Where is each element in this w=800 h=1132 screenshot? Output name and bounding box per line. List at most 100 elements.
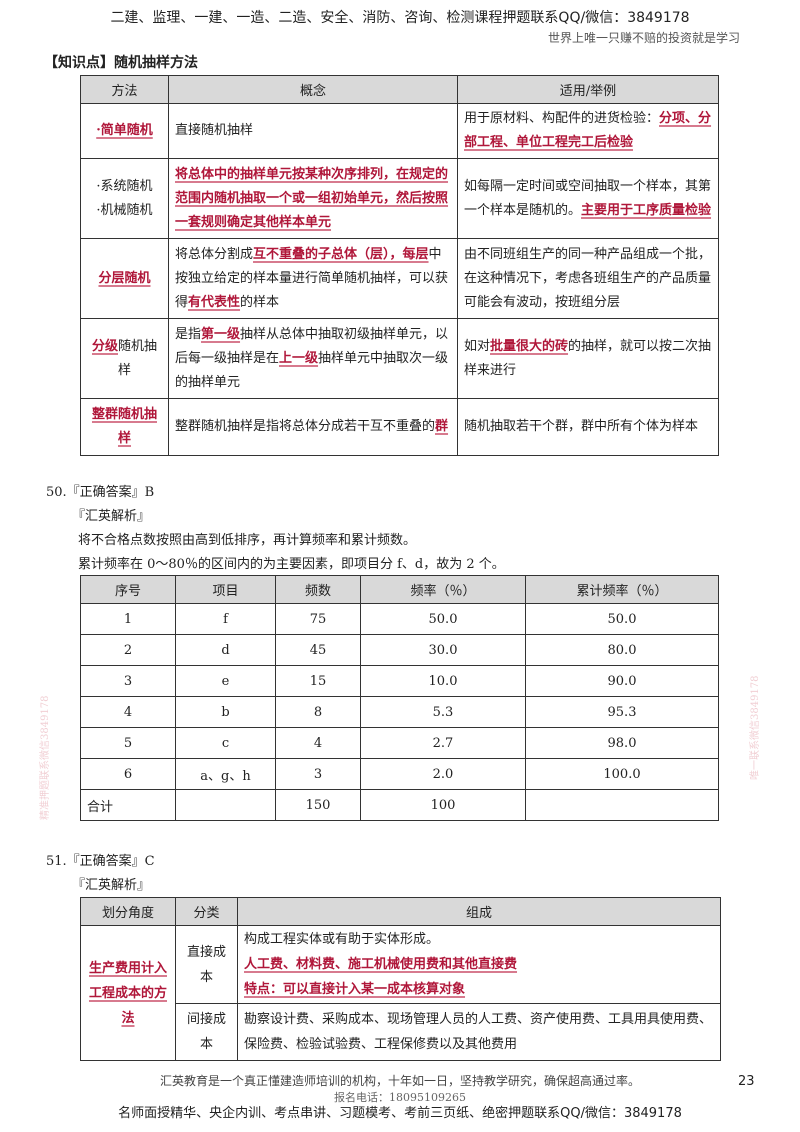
table-cell: 150	[275, 789, 361, 821]
column-header: 适用/举例	[457, 75, 719, 104]
usage-cell: 用于原材料、构配件的进货检验：分项、分部工程、单位工程完工后检验	[457, 103, 719, 159]
text-segment: 将总体分割成	[175, 246, 254, 262]
column-header: 序号	[80, 575, 176, 604]
table-cell: 6	[80, 758, 176, 790]
category-cell: 直接成本	[175, 925, 238, 1004]
table-row: 分层随机 将总体分割成互不重叠的子总体（层），每层中按独立给定的样本量进行简单随…	[80, 238, 719, 319]
column-header: 项目	[175, 575, 276, 604]
composition-line-highlight: 人工费、材料费、施工机械使用费和其他直接费	[244, 957, 518, 972]
table-cell	[525, 789, 719, 821]
text-segment: 由不同班组生产的同一种产品组成一个批，在这种情况下，考虑各班组生产的产品质量可能…	[464, 246, 712, 310]
table-cell: 50.0	[360, 603, 526, 635]
q50-analysis-line: 累计频率在 0～80％的区间内的为主要因素，即项目分 f、d，故为 2 个。	[78, 557, 505, 572]
table-cell: 4	[275, 727, 361, 759]
concept-cell: 将总体分割成互不重叠的子总体（层），每层中按独立给定的样本量进行简单随机抽样，可…	[168, 238, 458, 319]
highlighted-text: 主要用于工序质量检验	[581, 202, 712, 218]
highlighted-text: 整群随机抽样	[91, 407, 157, 446]
table-cell: 8	[275, 696, 361, 728]
usage-cell: 如对批量很大的砖的抽样，就可以按二次抽样来进行	[457, 318, 719, 399]
highlighted-text: 批量很大的砖	[490, 338, 569, 354]
composition-cell: 构成工程实体或有助于实体形成。 人工费、材料费、施工机械使用费和其他直接费 特点…	[237, 925, 721, 1004]
q50-analysis-label: 『汇英解析』	[72, 509, 151, 524]
highlighted-text: 将总体中的抽样单元按某种次序排列，在规定的范围内随机抽取一个或一组初始单元，然后…	[175, 166, 449, 230]
column-header: 频率（％）	[360, 575, 526, 604]
concept-cell: 直接随机抽样	[168, 103, 458, 159]
highlighted-text: 上一级	[279, 350, 319, 366]
table-row: 间接成本 勘察设计费、采购成本、现场管理人员的人工费、资产使用费、工具用具使用费…	[81, 1003, 721, 1061]
table-cell: 3	[275, 758, 361, 790]
table-row: 生产费用计入工程成本的方法 直接成本 构成工程实体或有助于实体形成。 人工费、材…	[80, 925, 721, 1061]
text-segment: 的样本	[240, 294, 280, 310]
knowledge-title: 【知识点】随机抽样方法	[44, 55, 198, 71]
table-cell: d	[175, 634, 276, 666]
table-cell	[175, 789, 276, 821]
text-segment: ·机械随机	[96, 202, 153, 218]
table-header-row: 方法 概念 适用/举例	[80, 75, 719, 104]
method-cell: 分层随机	[80, 238, 169, 319]
table-row: ·简单随机 直接随机抽样 用于原材料、构配件的进货检验：分项、分部工程、单位工程…	[80, 103, 719, 159]
table-cell: 45	[275, 634, 361, 666]
table-row: 分级随机抽样 是指第一级抽样从总体中抽取初级抽样单元，以后每一级抽样是在上一级抽…	[80, 318, 719, 399]
angle-text: 生产费用计入工程成本的方法	[88, 960, 167, 1026]
text-segment: 整群随机抽样是指将总体分成若干互不重叠的	[175, 419, 436, 434]
table-cell: 3	[80, 665, 176, 697]
table-cell: 90.0	[525, 665, 719, 697]
q51-answer: 51.『正确答案』C	[46, 854, 155, 869]
q50-answer: 50.『正确答案』B	[46, 485, 155, 500]
highlighted-text: 第一级	[201, 326, 241, 342]
highlighted-text: ·简单随机	[96, 123, 153, 138]
composition-line-highlight: 特点：可以直接计入某一成本核算对象	[244, 982, 466, 997]
table-cell: e	[175, 665, 276, 697]
table-cell: a、g、h	[175, 758, 276, 790]
method-cell: 整群随机抽样	[80, 398, 169, 456]
table-cell: 30.0	[360, 634, 526, 666]
concept-cell: 是指第一级抽样从总体中抽取初级抽样单元，以后每一级抽样是在上一级抽样单元中抽取次…	[168, 318, 458, 399]
table-cell: 15	[275, 665, 361, 697]
table-cell: c	[175, 727, 276, 759]
column-header: 方法	[80, 75, 169, 104]
table-cell: 50.0	[525, 603, 719, 635]
text-segment: 抽样单元中抽取次一级的抽样单元	[175, 350, 449, 390]
table-header-row: 划分角度 分类 组成	[80, 897, 721, 926]
table-cell: b	[175, 696, 276, 728]
method-cell: ·简单随机	[80, 103, 169, 159]
table-cell: 2.7	[360, 727, 526, 759]
text-segment: ·系统随机	[96, 178, 153, 194]
column-header: 概念	[168, 75, 458, 104]
usage-cell: 随机抽取若干个群，群中所有个体为样本	[457, 398, 719, 456]
footer-slogan: 汇英教育是一个真正懂建造师培训的机构，十年如一日，坚持教学研究，确保超高通过率。	[159, 1074, 640, 1088]
category-cell: 间接成本	[175, 1003, 238, 1061]
table-cell: 10.0	[360, 665, 526, 697]
text-segment: 中按独立给定的样本量进行简单随机抽样，可以获得	[175, 246, 449, 310]
table-row: 整群随机抽样 整群随机抽样是指将总体分成若干互不重叠的群 随机抽取若干个群，群中…	[80, 398, 719, 456]
text-segment: 直接随机抽样	[175, 123, 254, 138]
composition-line: 构成工程实体或有助于实体形成。	[244, 932, 440, 947]
column-header: 累计频率（％）	[525, 575, 719, 604]
text-segment: 用于原材料、构配件的进货检验：	[464, 111, 660, 126]
table-cell: 合计	[80, 789, 176, 821]
highlighted-text: 分级	[91, 338, 118, 354]
highlighted-text: 群	[435, 419, 449, 434]
table-cell: 1	[80, 603, 176, 635]
text-segment: 随机抽样	[117, 338, 158, 378]
text-segment: 如每隔一定时间或空间抽取一个样本，其第一个样本是随机的。	[464, 178, 712, 218]
highlighted-text: 分层随机	[98, 270, 151, 286]
text-segment: 随机抽取若干个群，群中所有个体为样本	[464, 419, 699, 434]
concept-cell: 将总体中的抽样单元按某种次序排列，在规定的范围内随机抽取一个或一组初始单元，然后…	[168, 158, 458, 239]
page-number: 23	[738, 1074, 755, 1089]
header-title: 二建、监理、一建、一造、二造、安全、消防、咨询、检测课程押题联系QQ/微信：38…	[110, 10, 690, 26]
composition-cell: 勘察设计费、采购成本、现场管理人员的人工费、资产使用费、工具用具使用费、保险费、…	[237, 1003, 721, 1061]
table-cell: 98.0	[525, 727, 719, 759]
table-cell: 95.3	[525, 696, 719, 728]
table-cell: 100	[360, 789, 526, 821]
sampling-methods-table: 方法 概念 适用/举例 ·简单随机 直接随机抽样 用于原材料、构配件的进货检验：…	[80, 75, 719, 456]
table-cell: 5	[80, 727, 176, 759]
q51-analysis-label: 『汇英解析』	[72, 878, 151, 893]
table-cell: 4	[80, 696, 176, 728]
